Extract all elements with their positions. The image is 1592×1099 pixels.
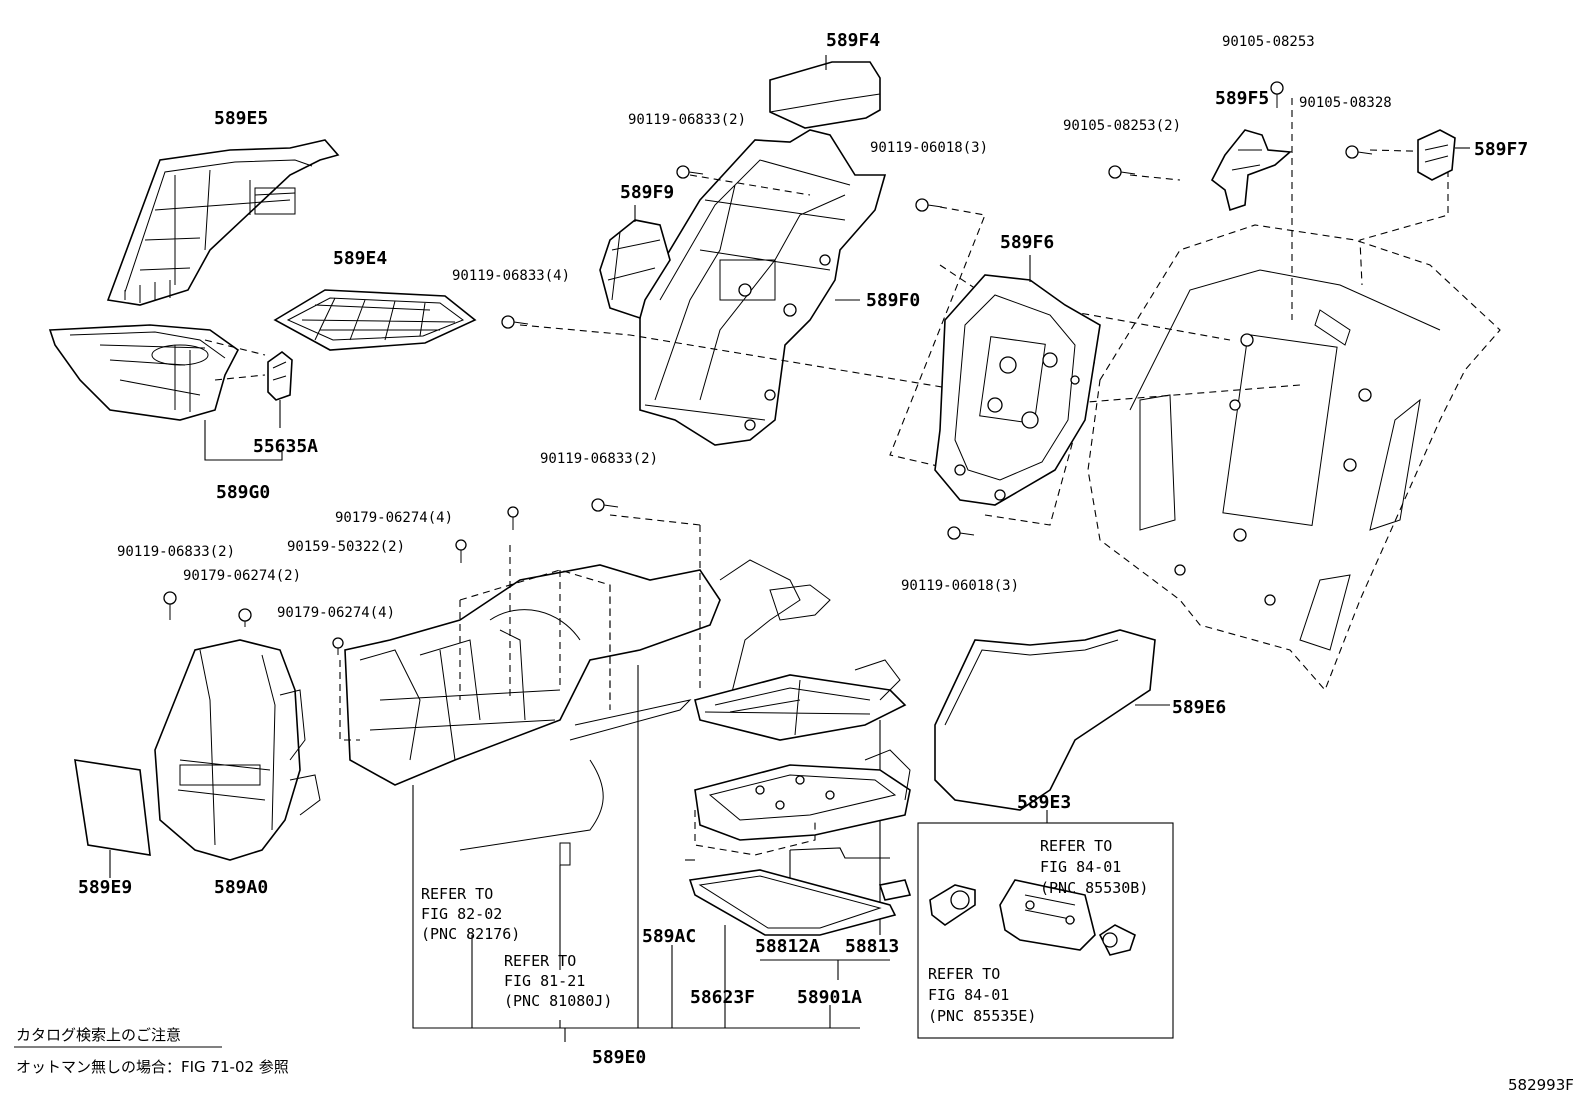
label-58813: 58813	[845, 936, 899, 957]
part-589E5-drawing	[106, 139, 340, 306]
part-55635A-drawing	[267, 350, 293, 428]
leader-589G0	[204, 420, 283, 461]
label-bolt-90179-06274-2: 90179-06274(2)	[183, 568, 301, 584]
label-bolt-90159-50322: 90159-50322(2)	[287, 539, 405, 555]
label-bolt-90105-08328: 90105-08328	[1299, 95, 1392, 111]
label-589F6: 589F6	[1000, 232, 1054, 253]
ref-84b-line2: FIG 84-01	[928, 986, 1009, 1004]
figure-id: 582993F	[1508, 1076, 1574, 1094]
ref-82-line3: (PNC 82176)	[421, 925, 520, 943]
label-58901A: 58901A	[797, 987, 862, 1008]
part-58812A-drawing	[694, 749, 911, 935]
part-589E4-drawing	[273, 289, 477, 351]
label-bolt-90105-08253-2: 90105-08253(2)	[1063, 118, 1181, 134]
label-58812A: 58812A	[755, 936, 820, 957]
part-589F7-drawing	[1417, 129, 1470, 181]
label-589E0: 589E0	[592, 1047, 646, 1068]
ref-84a-line3: (PNC 85530B)	[1040, 879, 1148, 897]
part-58813-drawing	[694, 659, 907, 935]
label-bolt-90119-06833-4: 90119-06833(4)	[452, 268, 570, 284]
label-589F7: 589F7	[1474, 139, 1528, 160]
box-589E3	[917, 822, 1174, 1039]
part-rear-panel-drawing	[1087, 224, 1501, 692]
label-589E6: 589E6	[1172, 697, 1226, 718]
ref-fig-84-01-a: REFER TO FIG 84-01 (PNC 85530B)	[1040, 837, 1148, 897]
part-589E0-drawing	[339, 514, 831, 866]
label-589E9: 589E9	[78, 877, 132, 898]
label-bolt-90119-06833-top: 90119-06833(2)	[628, 112, 746, 128]
ref-84b-line3: (PNC 85535E)	[928, 1007, 1036, 1025]
catalog-note-body: オットマン無しの場合：FIG 71-02 参照	[16, 1058, 289, 1076]
label-589E3: 589E3	[1017, 792, 1071, 813]
part-589F6-drawing	[934, 255, 1101, 506]
label-bolt-90119-06833-mid: 90119-06833(2)	[540, 451, 658, 467]
ref-81-line3: (PNC 81080J)	[504, 992, 612, 1010]
ref-fig-82-02: REFER TO FIG 82-02 (PNC 82176)	[421, 885, 520, 943]
label-589F4: 589F4	[826, 30, 880, 51]
part-589E3-drawing	[929, 810, 1136, 956]
label-bolt-90119-06018-top: 90119-06018(3)	[870, 140, 988, 156]
ref-84a-line1: REFER TO	[1040, 837, 1112, 855]
ref-fig-84-01-b: REFER TO FIG 84-01 (PNC 85535E)	[928, 965, 1036, 1025]
label-589E4: 589E4	[333, 248, 387, 269]
part-589E6-drawing	[934, 629, 1170, 811]
label-bolt-90105-08253: 90105-08253	[1222, 34, 1315, 50]
label-bolt-90119-06833-left: 90119-06833(2)	[117, 544, 235, 560]
part-589F5-drawing	[1210, 129, 1292, 212]
part-589F9-drawing	[599, 205, 671, 320]
part-589A0-drawing	[154, 639, 321, 861]
bolt-glyphs	[163, 81, 1373, 655]
label-58623F: 58623F	[690, 987, 755, 1008]
ref-81-line2: FIG 81-21	[504, 972, 585, 990]
part-589F0-drawing	[639, 129, 887, 446]
ref-82-line1: REFER TO	[421, 885, 493, 903]
label-55635A: 55635A	[253, 436, 318, 457]
label-589AC: 589AC	[642, 926, 696, 947]
label-589A0: 589A0	[214, 877, 268, 898]
part-58623F-drawing	[685, 859, 912, 1028]
part-589F4-drawing	[769, 55, 881, 129]
catalog-note-title: カタログ検索上のご注意	[16, 1026, 181, 1044]
label-bolt-90179-06274-a: 90179-06274(4)	[335, 510, 453, 526]
part-589E9-drawing	[74, 759, 151, 878]
ref-84a-line2: FIG 84-01	[1040, 858, 1121, 876]
label-589F0: 589F0	[866, 290, 920, 311]
label-bolt-90119-06018-bot: 90119-06018(3)	[901, 578, 1019, 594]
ref-82-line2: FIG 82-02	[421, 905, 502, 923]
ref-fig-81-21: REFER TO FIG 81-21 (PNC 81080J)	[504, 952, 612, 1010]
label-589F5: 589F5	[1215, 88, 1269, 109]
assembly-lines-bottom	[412, 665, 890, 1042]
label-589G0: 589G0	[216, 482, 270, 503]
part-589G0-drawing	[48, 324, 266, 421]
label-bolt-90179-06274-b: 90179-06274(4)	[277, 605, 395, 621]
ref-84b-line1: REFER TO	[928, 965, 1000, 983]
label-589E5: 589E5	[214, 108, 268, 129]
label-589F9: 589F9	[620, 182, 674, 203]
ref-81-line1: REFER TO	[504, 952, 576, 970]
